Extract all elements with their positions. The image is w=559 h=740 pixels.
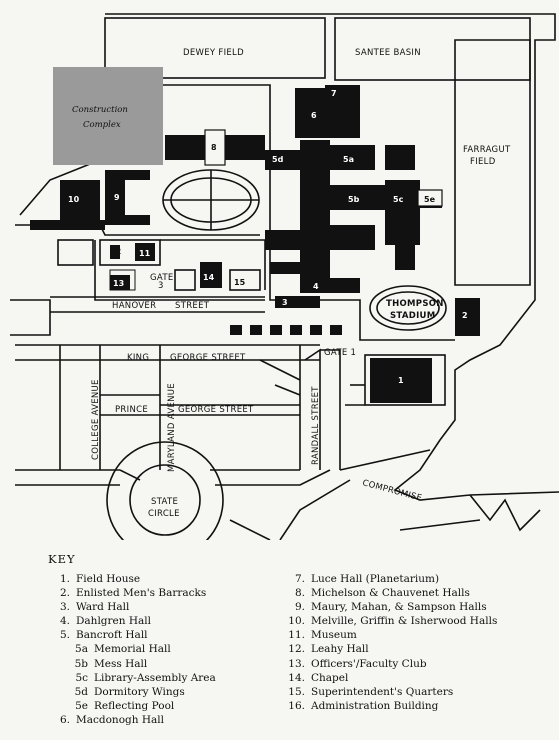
construction-complex-label-2: Complex — [83, 120, 121, 130]
key-item: 6.Macdonogh Hall — [59, 713, 164, 726]
key-item: 11.Museum — [288, 629, 357, 642]
bldg-label-14: 14 — [203, 273, 215, 282]
key-column-left: 1.Field House 2.Enlisted Men's Barracks … — [48, 572, 278, 727]
bldg-label-2: 2 — [462, 311, 468, 320]
key-item: 16.Administration Building — [288, 699, 439, 712]
bldg-label-3: 3 — [282, 298, 288, 307]
campus-map: DEWEY FIELD SANTEE BASIN FARRAGUT FIELD … — [10, 13, 559, 540]
key-column-right: 7.Luce Hall (Planetarium) 8.Michelson & … — [283, 572, 533, 713]
key-item: 4.Dahlgren Hall — [59, 615, 151, 628]
bldg-label-5b: 5b — [348, 195, 360, 204]
map-key: KEY 1.Field House 2.Enlisted Men's Barra… — [48, 552, 528, 726]
bldg-label-4: 4 — [313, 282, 319, 291]
bldg-label-5d: 5d — [272, 155, 284, 164]
key-item: 12.Leahy Hall — [288, 643, 369, 656]
bldg-label-8: 8 — [211, 143, 217, 152]
bldg-label-13: 13 — [113, 279, 124, 288]
key-item: 3.Ward Hall — [59, 601, 130, 614]
key-title: KEY — [48, 552, 76, 566]
key-item: 10.Melville, Griffin & Isherwood Halls — [288, 615, 498, 628]
king-label: KING — [127, 353, 149, 363]
hanover-label: HANOVER — [112, 301, 156, 311]
building-numbers: 1 2 3 4 5a 5b 5c 5d 5e 6 7 8 9 10 11 12 … — [68, 89, 468, 385]
construction-complex-area — [53, 67, 163, 165]
bldg-label-5a-top: 5a — [343, 155, 354, 164]
dewey-field-label: DEWEY FIELD — [183, 48, 244, 58]
construction-complex-label: Construction — [72, 105, 128, 115]
key-item: 5.Bancroft Hall — [59, 629, 148, 642]
bldg-label-5c: 5c — [393, 195, 404, 204]
bldg-label-5e: 5e — [424, 195, 436, 204]
state-circle-label: STATE — [151, 497, 178, 507]
stadium-label-2: STADIUM — [390, 311, 436, 321]
gate-3-number: 3 — [158, 281, 164, 291]
farragut-field-label-2: FIELD — [470, 157, 496, 167]
bldg-label-15: 15 — [234, 278, 246, 287]
college-avenue-label: COLLEGE AVENUE — [91, 379, 101, 460]
farragut-field-label: FARRAGUT — [463, 145, 511, 155]
key-item: 13.Officers'/Faculty Club — [288, 657, 427, 670]
king-george-label: GEORGE STREET — [170, 353, 246, 363]
key-item: 9.Maury, Mahan, & Sampson Halls — [294, 601, 487, 614]
bldg-label-9: 9 — [114, 193, 120, 202]
bldg-label-12: 12 — [110, 247, 121, 256]
bldg-label-6: 6 — [311, 111, 317, 120]
state-circle-label-2: CIRCLE — [148, 509, 180, 519]
key-item: 1.Field House — [59, 573, 141, 585]
bldg-label-7: 7 — [331, 89, 337, 98]
compromise-label: COMPROMISE — [361, 478, 423, 504]
key-item: 7.Luce Hall (Planetarium) — [294, 573, 440, 585]
maryland-avenue-label: MARYLAND AVENUE — [167, 383, 177, 472]
prince-george-label: GEORGE STREET — [178, 405, 254, 415]
key-item: 15.Superintendent's Quarters — [288, 685, 454, 698]
key-item: 14.Chapel — [288, 671, 349, 684]
key-item: 2.Enlisted Men's Barracks — [59, 587, 207, 600]
prince-label: PRINCE — [115, 405, 148, 415]
hanover-street-label: STREET — [175, 301, 210, 311]
bldg-label-1: 1 — [398, 376, 404, 385]
santee-basin-label: SANTEE BASIN — [355, 48, 421, 58]
gate-1-label: GATE 1 — [324, 348, 356, 358]
gate-3-label: GATE — [150, 273, 174, 283]
key-item: 8.Michelson & Chauvenet Halls — [294, 587, 470, 600]
randall-street-label: RANDALL STREET — [311, 386, 321, 465]
bldg-label-11: 11 — [139, 249, 151, 258]
bldg-label-10: 10 — [68, 195, 80, 204]
stadium-label: THOMPSON — [386, 299, 444, 309]
